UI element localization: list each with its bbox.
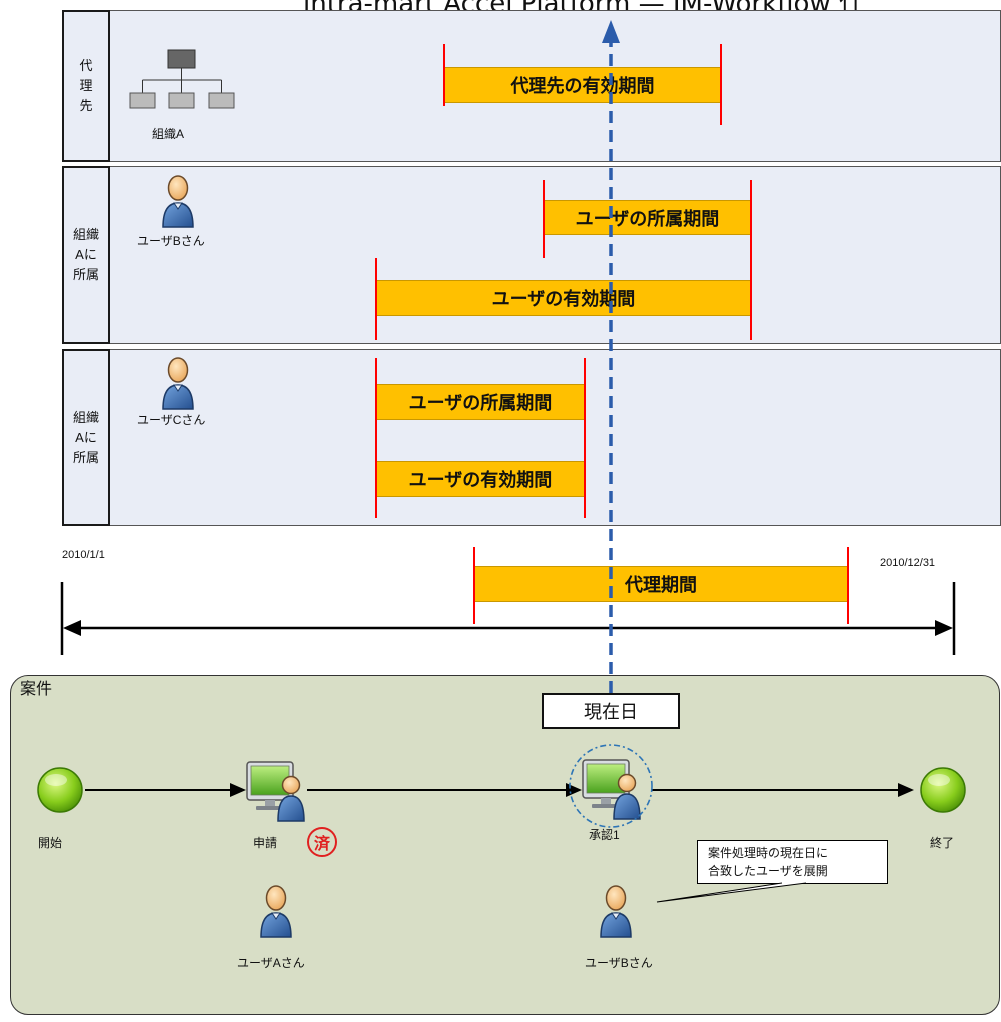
case-title: 案件 xyxy=(20,681,53,698)
user-c-affiliation-period-bar: ユーザの所属期間 xyxy=(376,384,585,420)
delegate-valid-period-bar: 代理先の有効期間 xyxy=(444,67,721,103)
org-label: 組織A xyxy=(152,127,185,141)
page-title: intra-mart Accel Platform — IM-Workflow … xyxy=(303,0,865,13)
row-label-line: 所属 xyxy=(72,449,99,465)
callout-line: 合致したユーザを展開 xyxy=(708,864,828,878)
row-label-line: Aに xyxy=(75,247,97,262)
user-c-label: ユーザCさん xyxy=(137,413,206,427)
row-label-line: 所属 xyxy=(72,267,99,282)
user-b-case-label: ユーザBさん xyxy=(585,956,653,970)
start-circle-icon xyxy=(37,767,83,813)
user-icon xyxy=(162,175,194,228)
timeline-left-arrowhead xyxy=(63,620,81,636)
user-b-affiliation-period-bar: ユーザの所属期間 xyxy=(544,200,751,235)
row-label-line: 組織 xyxy=(72,227,99,242)
callout-line: 案件処理時の現在日に xyxy=(708,846,829,860)
row-label-line: Aに xyxy=(75,429,97,445)
apply-node-label: 申請 xyxy=(253,836,278,850)
user-icon xyxy=(260,885,292,938)
start-node-label: 開始 xyxy=(38,836,63,850)
end-circle-icon xyxy=(920,767,966,813)
row-label-line: 理 xyxy=(79,78,93,93)
org-chart-icon xyxy=(129,49,235,109)
user-b-row-label: 組織 Aに 所属 xyxy=(62,166,110,344)
completed-stamp: 済 xyxy=(307,827,337,857)
user-icon xyxy=(600,885,632,938)
user-b-valid-period-bar: ユーザの有効期間 xyxy=(376,280,751,316)
timeline-end-date: 2010/12/31 xyxy=(880,557,936,569)
user-a-label: ユーザAさん xyxy=(237,956,305,970)
page-title-strip: intra-mart Accel Platform — IM-Workflow … xyxy=(0,0,1001,13)
computer-user-icon xyxy=(582,759,641,820)
timeline-right-arrowhead xyxy=(935,620,953,636)
delegation-period-bar: 代理期間 xyxy=(474,566,848,602)
approve-node-label: 承認1 xyxy=(589,828,620,842)
delegate-row-label: 代 理 先 xyxy=(62,10,110,162)
user-b-row: 組織 Aに 所属 xyxy=(62,166,1001,344)
user-c-row-label: 組織 Aに 所属 xyxy=(62,349,110,526)
timeline-start-date: 2010/1/1 xyxy=(62,549,105,561)
row-label-line: 組織 xyxy=(72,409,99,425)
user-c-row: 組織 Aに 所属 xyxy=(62,349,1001,526)
row-label-line: 先 xyxy=(79,98,93,113)
user-c-valid-period-bar: ユーザの有効期間 xyxy=(376,461,585,497)
callout-note: 案件処理時の現在日に 合致したユーザを展開 xyxy=(697,840,888,884)
computer-user-icon xyxy=(246,761,305,822)
current-date-box: 現在日 xyxy=(542,693,680,729)
end-node-label: 終了 xyxy=(930,836,955,850)
user-icon xyxy=(162,357,194,410)
row-label-line: 代 xyxy=(79,58,93,73)
user-b-label: ユーザBさん xyxy=(137,234,205,248)
